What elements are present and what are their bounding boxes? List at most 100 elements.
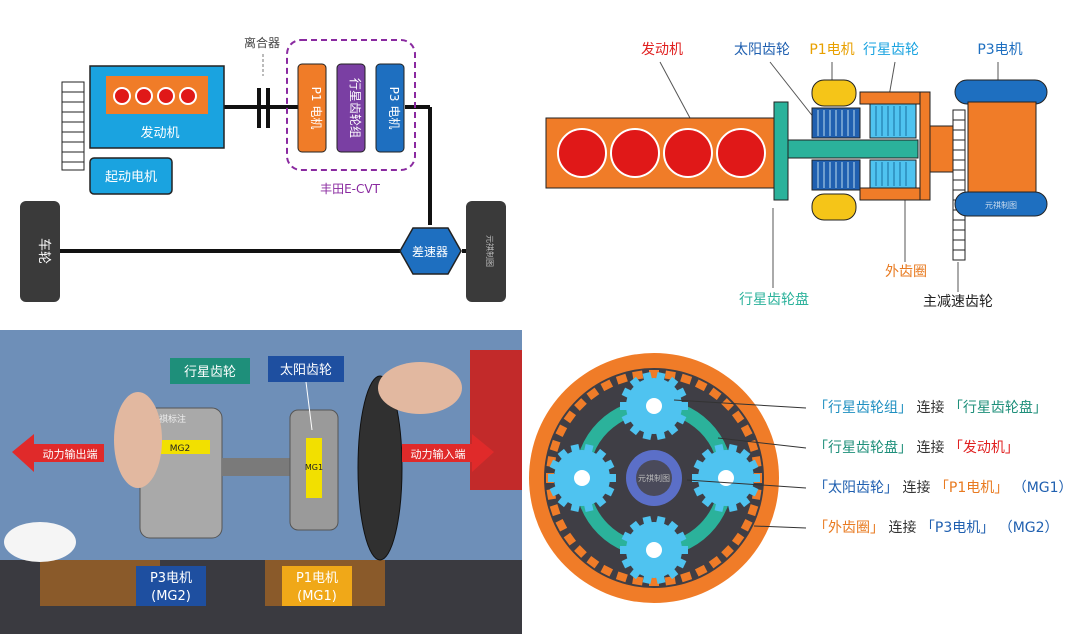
ring-tooth bbox=[731, 410, 745, 424]
planet-gear bbox=[548, 443, 616, 513]
differential-label: 差速器 bbox=[412, 245, 448, 259]
mg1-drum: MG1 bbox=[289, 409, 339, 531]
planet-gears bbox=[548, 371, 760, 585]
ring-tooth bbox=[664, 370, 676, 381]
differential: 差速器 bbox=[399, 227, 462, 275]
ring-tooth bbox=[586, 555, 600, 569]
arrow-output: 动力输出端 bbox=[12, 434, 104, 472]
ring-tooth bbox=[555, 518, 568, 532]
legend-item: 「行星齿轮组」 连接 「行星齿轮盘」 bbox=[814, 399, 1047, 416]
label-ring-gear: 外齿圈 bbox=[885, 264, 927, 280]
gear-front-view: 元祺制图 「行星齿轮组」 连接 「行星齿轮盘」 「行星齿轮盘」 连接 「发动机」… bbox=[522, 330, 1078, 634]
badge-p1-line2: (MG1) bbox=[297, 589, 337, 604]
ring-tooth bbox=[694, 379, 708, 392]
label-sun-gear: 太阳齿轮 bbox=[734, 42, 790, 58]
planetary-set: 行星齿轮组 bbox=[336, 63, 366, 153]
ring-tooth bbox=[721, 545, 734, 558]
legend-4-conn: 连接 bbox=[888, 519, 916, 536]
engine-block: 发动机 bbox=[89, 65, 225, 149]
planet-gear bbox=[692, 443, 760, 513]
badge-p3-line2: (MG2) bbox=[151, 589, 191, 604]
hybrid-layout-diagram: 发动机 起动电机 离合器 丰田E-CVT P1 电机 行星齿轮组 P3 电机 差… bbox=[0, 0, 530, 318]
p3-motor-block: 元祺制图 bbox=[954, 79, 1048, 217]
ring-tooth bbox=[694, 564, 708, 577]
ring-tooth bbox=[649, 370, 659, 378]
ring-tooth bbox=[600, 564, 614, 577]
legend-leaders bbox=[673, 399, 807, 529]
legend-4-suffix: （MG2） bbox=[999, 520, 1059, 536]
ring-tooth bbox=[632, 370, 644, 381]
planet-gear bbox=[620, 515, 688, 585]
p1-motor-top bbox=[811, 79, 857, 107]
arrow-input: 动力输入端 bbox=[402, 434, 494, 472]
badge-p1: P1电机 (MG1) bbox=[282, 566, 352, 606]
wheel-label: 车轮 bbox=[36, 238, 52, 264]
legend-1-conn: 连接 bbox=[916, 399, 944, 416]
carrier-shaft bbox=[787, 139, 919, 159]
p1-motor: P1 电机 bbox=[297, 63, 327, 153]
wheel-left: 车轮 bbox=[20, 201, 60, 302]
legend-2-left: 「行星齿轮盘」 bbox=[814, 439, 912, 456]
watermark: 元祺制图 bbox=[638, 473, 670, 483]
ring-tooth bbox=[586, 387, 600, 401]
mg1-sticker: MG1 bbox=[305, 463, 323, 472]
watermark: 元祺制图 bbox=[985, 200, 1017, 210]
ring-tooth bbox=[549, 504, 561, 517]
badge-sun-gear: 太阳齿轮 bbox=[268, 356, 344, 382]
ring-tooth bbox=[574, 398, 587, 411]
label-p1-motor: P1电机 bbox=[809, 42, 854, 58]
mg2-sticker: MG2 bbox=[170, 444, 190, 454]
ring-tooth bbox=[615, 373, 628, 385]
legend-item: 「外齿圈」 连接 「P3电机」 （MG2） bbox=[814, 519, 1059, 536]
legend-2-right: 「发动机」 bbox=[949, 440, 1019, 456]
ring-tooth bbox=[649, 578, 659, 586]
ring-tooth bbox=[632, 575, 644, 586]
legend-4-left: 「外齿圈」 bbox=[814, 520, 884, 536]
badge-p3: P3电机 (MG2) bbox=[136, 566, 206, 606]
carrier-plate bbox=[773, 101, 789, 201]
clutch: 离合器 bbox=[244, 35, 280, 128]
ring-tooth bbox=[574, 545, 587, 558]
ring-tooth bbox=[615, 571, 628, 583]
ring-tooth bbox=[563, 532, 577, 546]
badge-planet-gear-text: 行星齿轮 bbox=[184, 365, 236, 380]
red-cabinet bbox=[470, 350, 522, 490]
planet-gear-bottom bbox=[869, 159, 917, 189]
hand-left bbox=[114, 392, 162, 488]
legend-3-right: 「P1电机」 bbox=[935, 480, 1008, 496]
ring-tooth bbox=[600, 379, 614, 392]
final-drive-gear bbox=[952, 109, 966, 261]
starter-motor: 起动电机 bbox=[89, 157, 173, 195]
legend-3-suffix: （MG1） bbox=[1013, 480, 1073, 496]
badge-sun-gear-text: 太阳齿轮 bbox=[280, 363, 332, 378]
legend: 「行星齿轮组」 连接 「行星齿轮盘」 「行星齿轮盘」 连接 「发动机」 「太阳齿… bbox=[814, 399, 1073, 536]
engine-label: 发动机 bbox=[140, 125, 179, 141]
flywheel-ring bbox=[61, 81, 85, 171]
p3-motor: P3 电机 bbox=[375, 63, 405, 153]
ring-tooth bbox=[708, 555, 722, 569]
label-engine: 发动机 bbox=[641, 42, 683, 58]
ecvt-label: 丰田E-CVT bbox=[320, 182, 381, 196]
hand-right bbox=[378, 362, 462, 414]
legend-1-left: 「行星齿轮组」 bbox=[814, 400, 912, 416]
ring-tooth bbox=[708, 387, 722, 401]
ring-tooth bbox=[747, 504, 759, 517]
arrow-input-text: 动力输入端 bbox=[411, 447, 466, 461]
sun-gear: 元祺制图 bbox=[626, 450, 682, 506]
label-final-drive: 主减速齿轮 bbox=[923, 294, 993, 310]
ring-tooth bbox=[664, 575, 676, 586]
badge-p1-line1: P1电机 bbox=[296, 571, 338, 586]
planet-gear-top bbox=[869, 103, 917, 139]
ring-tooth bbox=[747, 439, 759, 452]
legend-3-left: 「太阳齿轮」 bbox=[814, 480, 898, 496]
wheel-right: 元祺制图 bbox=[466, 201, 506, 302]
ring-tooth bbox=[680, 571, 693, 583]
label-p3-motor: P3电机 bbox=[977, 42, 1022, 58]
legend-4-right: 「P3电机」 bbox=[921, 520, 994, 536]
ring-tooth bbox=[680, 373, 693, 385]
legend-item: 「行星齿轮盘」 连接 「发动机」 bbox=[814, 439, 1019, 456]
planetary-set-label: 行星齿轮组 bbox=[348, 78, 362, 138]
towel bbox=[4, 522, 76, 562]
planet-gear bbox=[620, 371, 688, 441]
ring-tooth bbox=[549, 439, 561, 452]
